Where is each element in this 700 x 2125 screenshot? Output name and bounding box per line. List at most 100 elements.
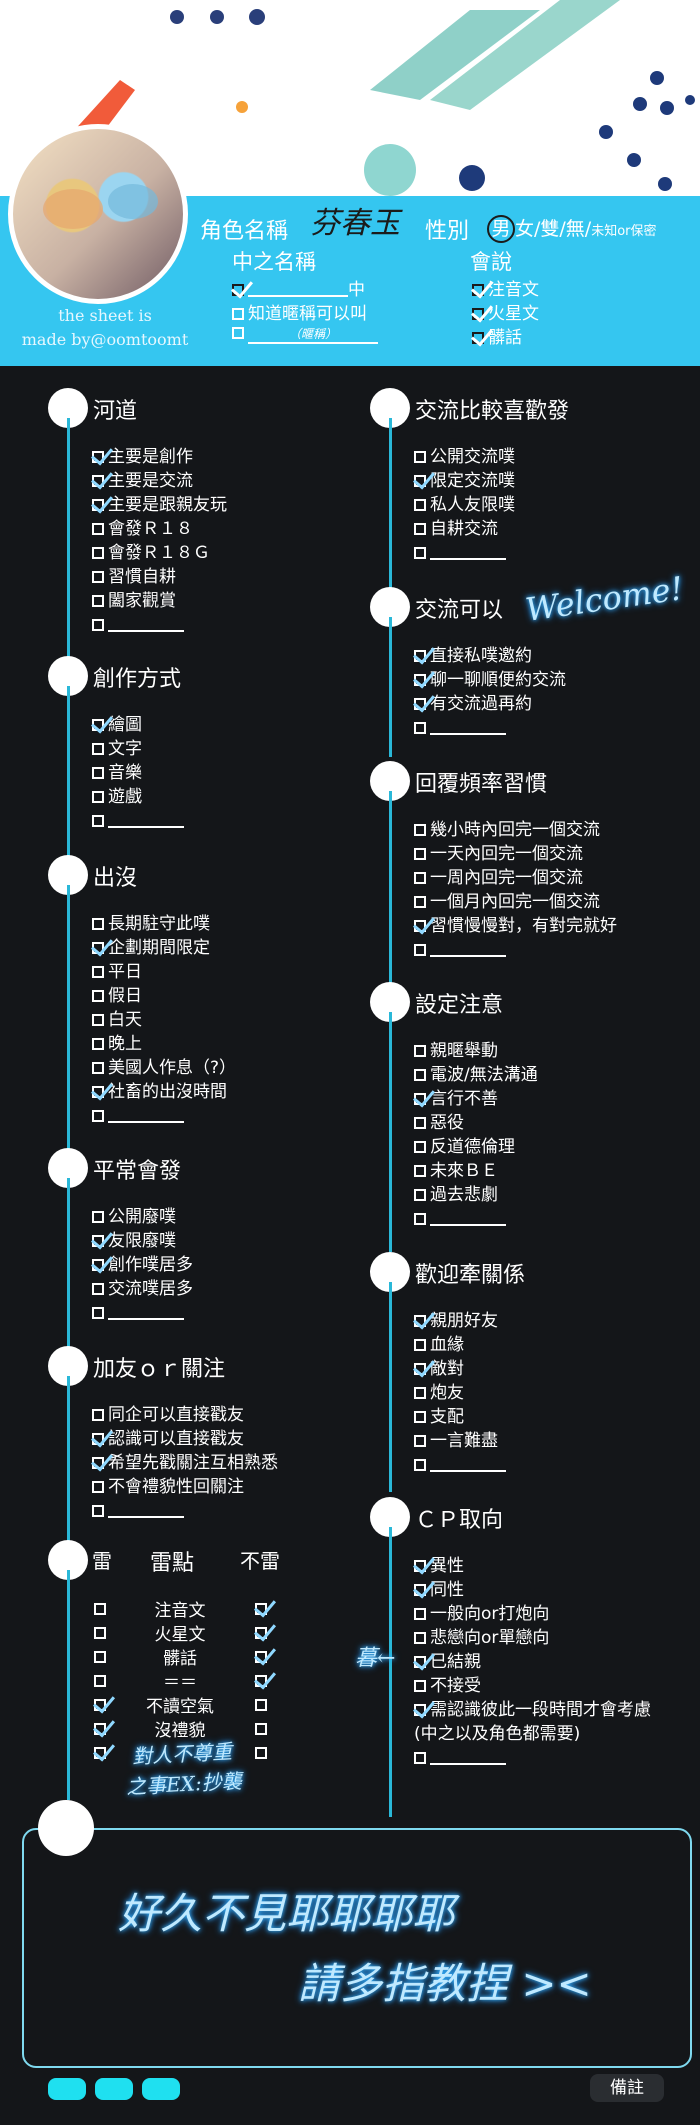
usual-checkbox[interactable] — [92, 1211, 104, 1223]
usual-blank-line[interactable] — [108, 1304, 184, 1320]
page-pill-3[interactable] — [142, 2078, 180, 2100]
mines-left-checkbox[interactable] — [94, 1723, 106, 1735]
usual-checkbox[interactable] — [92, 1307, 104, 1319]
follow-checkbox[interactable] — [92, 1481, 104, 1493]
river-blank-line[interactable] — [108, 616, 184, 632]
cp-blank-line[interactable] — [430, 1749, 506, 1765]
follow-checkbox[interactable] — [92, 1433, 104, 1445]
prefer-checkbox[interactable] — [414, 547, 426, 559]
mines-left-checkbox[interactable] — [94, 1747, 106, 1759]
can-checkbox[interactable] — [414, 650, 426, 662]
river-checkbox[interactable] — [92, 523, 104, 535]
follow-checkbox[interactable] — [92, 1505, 104, 1517]
appear-checkbox[interactable] — [92, 1014, 104, 1026]
river-checkbox[interactable] — [92, 571, 104, 583]
follow-checkbox[interactable] — [92, 1457, 104, 1469]
usual-checkbox[interactable] — [92, 1235, 104, 1247]
relation-checkbox[interactable] — [414, 1363, 426, 1375]
cp-checkbox[interactable] — [414, 1584, 426, 1596]
mines-right-checkbox[interactable] — [255, 1675, 267, 1687]
cp-checkbox[interactable] — [414, 1752, 426, 1764]
mines-left-checkbox[interactable] — [94, 1675, 106, 1687]
can-checkbox[interactable] — [414, 674, 426, 686]
appear-checkbox[interactable] — [92, 1062, 104, 1074]
mines-right-checkbox[interactable] — [255, 1747, 267, 1759]
create-checkbox[interactable] — [92, 719, 104, 731]
create-checkbox[interactable] — [92, 815, 104, 827]
relation-checkbox[interactable] — [414, 1315, 426, 1327]
appear-checkbox[interactable] — [92, 1038, 104, 1050]
river-checkbox[interactable] — [92, 475, 104, 487]
relation-checkbox[interactable] — [414, 1435, 426, 1447]
mines-right-checkbox[interactable] — [255, 1603, 267, 1615]
relation-checkbox[interactable] — [414, 1459, 426, 1471]
mines-right-checkbox[interactable] — [255, 1651, 267, 1663]
river-checkbox[interactable] — [92, 547, 104, 559]
can-blank-line[interactable] — [430, 719, 506, 735]
lang-checkbox[interactable] — [472, 308, 484, 320]
relation-blank-line[interactable] — [430, 1456, 506, 1472]
reply-blank-line[interactable] — [430, 941, 506, 957]
appear-blank-line[interactable] — [108, 1107, 184, 1123]
mines-left-checkbox[interactable] — [94, 1627, 106, 1639]
prefer-checkbox[interactable] — [414, 499, 426, 511]
create-checkbox[interactable] — [92, 791, 104, 803]
mines-left-checkbox[interactable] — [94, 1603, 106, 1615]
appear-checkbox[interactable] — [92, 942, 104, 954]
setting-blank-line[interactable] — [430, 1210, 506, 1226]
relation-checkbox[interactable] — [414, 1411, 426, 1423]
can-checkbox[interactable] — [414, 722, 426, 734]
cp-checkbox[interactable] — [414, 1632, 426, 1644]
gender-male-selected[interactable]: 男 — [487, 215, 515, 243]
prefer-checkbox[interactable] — [414, 451, 426, 463]
river-checkbox[interactable] — [92, 451, 104, 463]
setting-checkbox[interactable] — [414, 1069, 426, 1081]
usual-checkbox[interactable] — [92, 1259, 104, 1271]
setting-checkbox[interactable] — [414, 1141, 426, 1153]
lang-checkbox[interactable] — [472, 332, 484, 344]
mines-right-checkbox[interactable] — [255, 1723, 267, 1735]
cp-checkbox[interactable] — [414, 1704, 426, 1716]
follow-blank-line[interactable] — [108, 1502, 184, 1518]
reply-checkbox[interactable] — [414, 944, 426, 956]
appear-checkbox[interactable] — [92, 1110, 104, 1122]
prefer-checkbox[interactable] — [414, 523, 426, 535]
reply-checkbox[interactable] — [414, 872, 426, 884]
page-pill-1[interactable] — [48, 2078, 86, 2100]
mines-right-checkbox[interactable] — [255, 1627, 267, 1639]
mines-left-checkbox[interactable] — [94, 1651, 106, 1663]
river-checkbox[interactable] — [92, 619, 104, 631]
can-checkbox[interactable] — [414, 698, 426, 710]
river-checkbox[interactable] — [92, 595, 104, 607]
setting-checkbox[interactable] — [414, 1093, 426, 1105]
setting-checkbox[interactable] — [414, 1213, 426, 1225]
appear-checkbox[interactable] — [92, 990, 104, 1002]
cp-checkbox[interactable] — [414, 1608, 426, 1620]
prefer-blank-line[interactable] — [430, 544, 506, 560]
mines-left-checkbox[interactable] — [94, 1699, 106, 1711]
usual-checkbox[interactable] — [92, 1283, 104, 1295]
appear-checkbox[interactable] — [92, 1086, 104, 1098]
cp-checkbox[interactable] — [414, 1560, 426, 1572]
setting-checkbox[interactable] — [414, 1045, 426, 1057]
prefer-checkbox[interactable] — [414, 475, 426, 487]
appear-checkbox[interactable] — [92, 966, 104, 978]
river-checkbox[interactable] — [92, 499, 104, 511]
appear-checkbox[interactable] — [92, 918, 104, 930]
page-pill-2[interactable] — [95, 2078, 133, 2100]
follow-checkbox[interactable] — [92, 1409, 104, 1421]
cp-checkbox[interactable] — [414, 1656, 426, 1668]
reply-checkbox[interactable] — [414, 920, 426, 932]
reply-checkbox[interactable] — [414, 848, 426, 860]
cn-name-checkbox[interactable] — [232, 284, 244, 296]
setting-checkbox[interactable] — [414, 1189, 426, 1201]
lang-checkbox[interactable] — [472, 284, 484, 296]
mines-right-checkbox[interactable] — [255, 1699, 267, 1711]
cn-nick-checkbox[interactable] — [232, 327, 244, 339]
setting-checkbox[interactable] — [414, 1117, 426, 1129]
create-blank-line[interactable] — [108, 812, 184, 828]
cp-checkbox[interactable] — [414, 1680, 426, 1692]
setting-checkbox[interactable] — [414, 1165, 426, 1177]
cn-know-checkbox[interactable] — [232, 308, 244, 320]
create-checkbox[interactable] — [92, 767, 104, 779]
